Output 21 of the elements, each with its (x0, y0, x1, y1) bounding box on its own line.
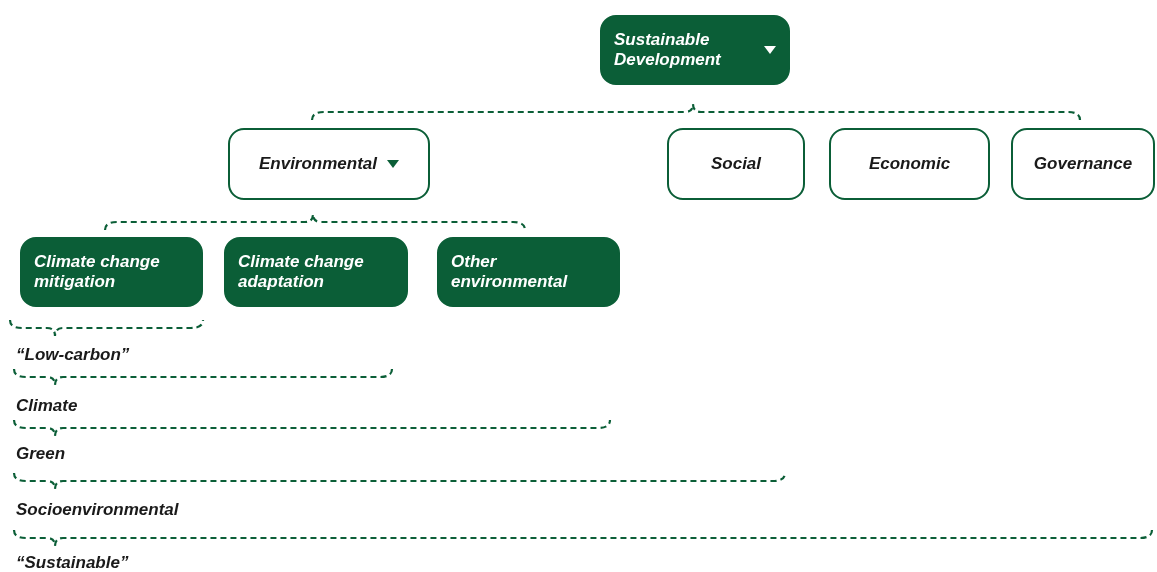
outlined-category-box (829, 128, 990, 200)
category-box (437, 237, 620, 307)
node-label: Environmental (258, 154, 378, 174)
category-box (600, 15, 790, 85)
term-label: Socioenvironmental (16, 500, 179, 520)
node-label: Governance (1033, 154, 1133, 174)
node-label: Economic (868, 154, 951, 174)
category-box (224, 237, 408, 307)
outlined-category-box (228, 128, 430, 200)
category-box (20, 237, 203, 307)
outlined-category-box (667, 128, 805, 200)
outlined-category-box (1011, 128, 1155, 200)
node-label: Climate change adaptation (238, 252, 365, 292)
node-label: Social (710, 154, 762, 174)
node-label: Other environmental (451, 252, 569, 292)
term-label: “Sustainable” (16, 553, 129, 572)
node-label: Climate change mitigation (34, 252, 161, 292)
term-label: Climate (16, 396, 78, 416)
term-label: “Low-carbon” (16, 345, 130, 365)
node-label: Sustainable Development (614, 30, 722, 70)
term-label: Green (16, 444, 66, 464)
